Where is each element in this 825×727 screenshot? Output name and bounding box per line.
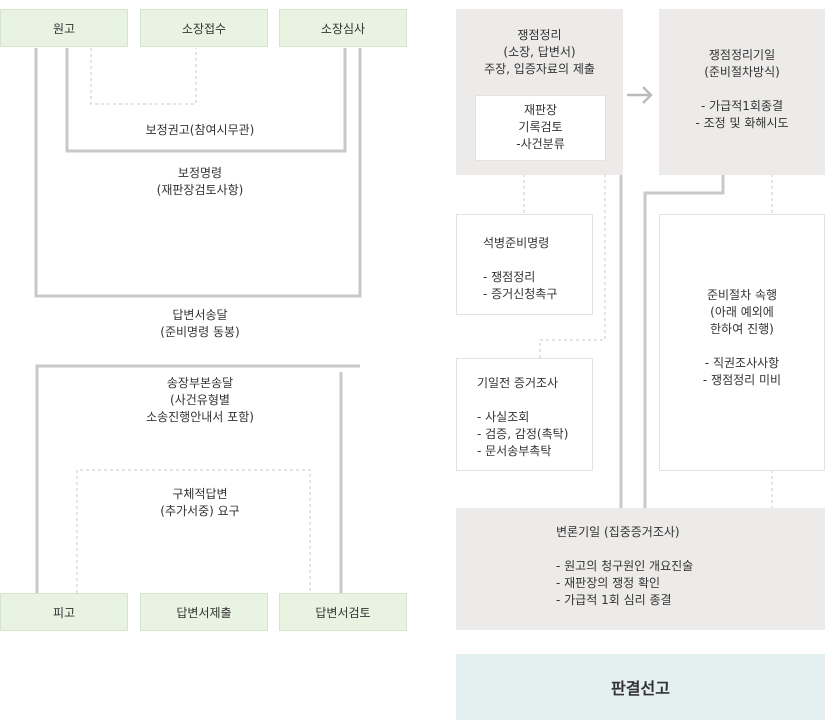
- box-pigo: 피고: [0, 593, 128, 631]
- label-sojang-bubon-songdal-1: 송장부본송달: [166, 376, 234, 390]
- pangyeol-seongo-label: 판결선고: [611, 679, 670, 698]
- box-sojang-simsa: 소장심사: [279, 9, 407, 47]
- box-dapbyeonseo-geomto-label: 답변서검토: [315, 605, 371, 620]
- arrow-right-icon: [627, 86, 653, 104]
- box-giiljeon: 기일전 증거조사 - 사실조회 - 검증, 감정(촉탁) - 문서송부촉탁: [456, 358, 593, 471]
- line-boejung: [65, 48, 347, 153]
- label-dapbyeonseo-songdal-2: (준비명령 동봉): [160, 325, 240, 339]
- junbi-jeolcha-title-3: 한하여 진행): [710, 322, 774, 336]
- jaengjeom-giil-title-2: (준비절차방식): [704, 65, 780, 79]
- box-wongo-label: 원고: [52, 21, 76, 36]
- box-seokbyeong: 석병준비명령 - 쟁점정리 - 증거신청촉구: [456, 214, 593, 315]
- jaengjeom-giil-title-1: 쟁점정리기일: [708, 48, 776, 62]
- giiljeon-title: 기일전 증거조사: [477, 376, 559, 390]
- label-boejung-myeongryeong-1: 보정명령: [177, 166, 223, 180]
- box-dapbyeonseo-jechul: 답변서제출: [140, 593, 268, 631]
- box-sojang-jeopsu-label: 소장접수: [181, 21, 227, 36]
- box-pigo-label: 피고: [52, 605, 76, 620]
- junbi-jeolcha-title-1: 준비절차 속행: [706, 288, 778, 302]
- dash-sojang: [90, 48, 197, 105]
- line-wongo-left: [34, 48, 362, 298]
- jaepanjang-line-1: 재판장: [523, 103, 558, 117]
- byeonron-giil-list: - 원고의 청구원인 개요진술 - 재판장의 쟁정 확인 - 가급적 1회 심리…: [556, 558, 825, 609]
- jaepanjang-line-2: 기록검토: [518, 120, 563, 134]
- label-guchejeok-dapbyeon-1: 구체적답변: [172, 487, 228, 501]
- box-junbi-jeolcha: 준비절차 속행 (아래 예외에 한하여 진행) - 직권조사사항 - 쟁점정리 …: [659, 214, 825, 471]
- seokbyeong-list: - 쟁점정리 - 증거신청촉구: [483, 269, 592, 303]
- label-boejung-myeongryeong: 보정명령 (재판장검토사항): [100, 165, 300, 199]
- byeonron-giil-title: 변론기일 (집중증거조사): [556, 525, 680, 539]
- label-dapbyeonseo-songdal: 답변서송달 (준비명령 동봉): [100, 307, 300, 341]
- seokbyeong-item: - 증거신청촉구: [483, 287, 558, 301]
- label-sojang-bubon-songdal-2: (사건유형별: [170, 393, 230, 407]
- giiljeon-item: - 사실조회: [477, 410, 530, 424]
- jaepanjang-line-3: -사건분류: [516, 137, 565, 151]
- box-byeonron-giil: 변론기일 (집중증거조사) - 원고의 청구원인 개요진술 - 재판장의 쟁정 …: [456, 508, 825, 630]
- label-sojang-bubon-songdal: 송장부본송달 (사건유형별 소송진행안내서 포함): [100, 375, 300, 426]
- jaengjeom-giil-item-2: - 조정 및 화해시도: [695, 116, 789, 130]
- box-sojang-simsa-label: 소장심사: [320, 21, 366, 36]
- label-guchejeok-dapbyeon: 구체적답변 (추가서중) 요구: [100, 486, 300, 520]
- byeonron-giil-item: - 원고의 청구원인 개요진술: [556, 559, 694, 573]
- label-boejung-gwongo: 보정권고(참여시무관): [100, 122, 300, 139]
- giiljeon-item: - 문서송부촉탁: [477, 444, 552, 458]
- giiljeon-item: - 검증, 감정(촉탁): [477, 427, 569, 441]
- dash-guche: [76, 469, 311, 593]
- line-giil-down: [643, 174, 725, 510]
- seokbyeong-title: 석병준비명령: [483, 236, 550, 250]
- label-guchejeok-dapbyeon-2: (추가서중) 요구: [160, 504, 240, 518]
- jaengjeom-giil-item-1: - 가급적1회종결: [700, 99, 784, 113]
- line-songdal: [35, 364, 360, 593]
- box-sojang-jeopsu: 소장접수: [140, 9, 268, 47]
- box-pangyeol-seongo: 판결선고: [456, 654, 825, 720]
- box-dapbyeonseo-geomto: 답변서검토: [279, 593, 407, 631]
- box-dapbyeonseo-jechul-label: 답변서제출: [176, 605, 232, 620]
- giiljeon-list: - 사실조회 - 검증, 감정(촉탁) - 문서송부촉탁: [477, 409, 592, 460]
- jaengjeom-jeongni-title-1: 쟁점정리: [517, 28, 562, 42]
- label-dapbyeonseo-songdal-1: 답변서송달: [172, 308, 228, 322]
- junbi-jeolcha-item-2: - 쟁점정리 미비: [702, 373, 782, 387]
- dash-right-2: [539, 174, 606, 358]
- seokbyeong-item: - 쟁점정리: [483, 270, 536, 284]
- box-wongo: 원고: [0, 9, 128, 47]
- label-boejung-gwongo-text: 보정권고(참여시무관): [145, 123, 255, 137]
- box-jaepanjang: 재판장 기록검토 -사건분류: [475, 95, 606, 161]
- junbi-jeolcha-title-2: (아래 예외에: [710, 305, 774, 319]
- box-jaengjeom-giil: 쟁점정리기일 (준비절차방식) - 가급적1회종결 - 조정 및 화해시도: [659, 9, 825, 175]
- byeonron-giil-item: - 가급적 1회 심리 종결: [556, 593, 672, 607]
- jaengjeom-jeongni-title-3: 주장, 입증자료의 제출: [484, 62, 595, 76]
- junbi-jeolcha-item-1: - 직권조사사항: [704, 356, 780, 370]
- byeonron-giil-item: - 재판장의 쟁정 확인: [556, 576, 661, 590]
- jaengjeom-jeongni-title-2: (소장, 답변서): [503, 45, 576, 59]
- label-sojang-bubon-songdal-3: 소송진행안내서 포함): [146, 410, 254, 424]
- label-boejung-myeongryeong-2: (재판장검토사항): [156, 183, 244, 197]
